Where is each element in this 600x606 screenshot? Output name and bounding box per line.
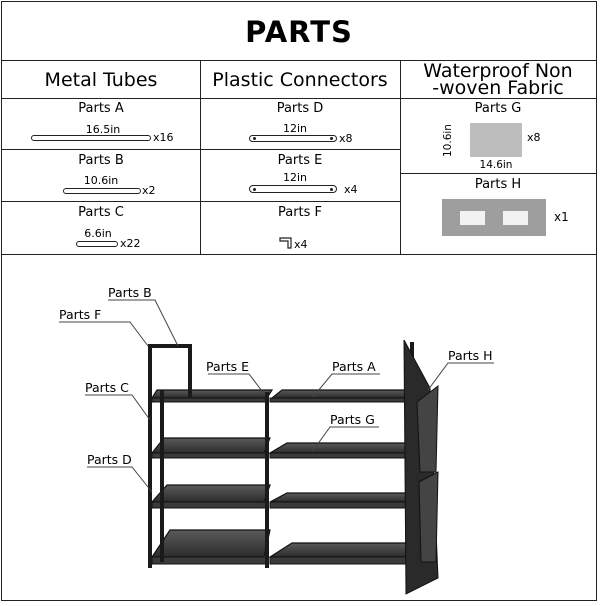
hole-icon bbox=[253, 187, 256, 191]
part-b-size: 10.6in bbox=[83, 174, 119, 187]
divider bbox=[400, 60, 401, 254]
part-h-label: Parts H bbox=[474, 177, 522, 192]
part-c-qty: x22 bbox=[120, 237, 141, 250]
hole-icon bbox=[330, 137, 333, 140]
page-title: PARTS bbox=[2, 2, 596, 61]
part-c-size: 6.6in bbox=[84, 227, 112, 240]
callout-parts-c: Parts C bbox=[85, 380, 129, 395]
part-e-qty: x4 bbox=[344, 183, 358, 196]
col-header-fabric: Waterproof Non -woven Fabric bbox=[400, 60, 596, 99]
divider bbox=[2, 149, 400, 150]
part-d-connector-icon bbox=[249, 135, 337, 142]
part-b-label: Parts B bbox=[78, 153, 124, 168]
part-a-size: 16.5in bbox=[85, 123, 121, 136]
part-a-qty: x16 bbox=[153, 131, 174, 144]
part-e-connector-icon bbox=[249, 185, 337, 193]
part-g-qty: x8 bbox=[527, 131, 541, 144]
part-f-label: Parts F bbox=[277, 205, 323, 220]
callout-parts-g: Parts G bbox=[330, 412, 375, 427]
part-d-qty: x8 bbox=[339, 132, 353, 145]
callout-parts-d: Parts D bbox=[87, 452, 132, 467]
callout-parts-a: Parts A bbox=[332, 359, 376, 374]
col-header-fabric-line2: -woven Fabric bbox=[432, 77, 564, 99]
part-b-qty: x2 bbox=[142, 184, 156, 197]
col-header-metal-tubes: Metal Tubes bbox=[2, 60, 200, 99]
part-h-fabric-icon bbox=[442, 199, 546, 236]
callout-parts-e: Parts E bbox=[206, 359, 250, 374]
part-g-fabric-icon bbox=[470, 123, 522, 157]
part-f-qty: x4 bbox=[294, 238, 308, 251]
part-a-tube-icon bbox=[31, 135, 151, 141]
part-d-label: Parts D bbox=[276, 101, 324, 116]
divider bbox=[200, 60, 201, 254]
pocket-icon bbox=[460, 211, 485, 225]
col-header-plastic-connectors: Plastic Connectors bbox=[200, 60, 400, 99]
part-c-tube-icon bbox=[76, 241, 118, 247]
divider bbox=[400, 173, 596, 174]
hole-icon bbox=[253, 137, 256, 140]
hole-icon bbox=[330, 187, 333, 191]
col-header-fabric-line1: Waterproof Non bbox=[423, 60, 573, 82]
part-g-label: Parts G bbox=[474, 101, 522, 116]
part-e-label: Parts E bbox=[277, 153, 323, 168]
part-h-qty: x1 bbox=[554, 210, 569, 224]
part-c-label: Parts C bbox=[78, 205, 124, 220]
pocket-icon bbox=[503, 211, 528, 225]
callout-parts-f: Parts F bbox=[59, 307, 102, 322]
part-g-width: 14.6in bbox=[479, 159, 513, 171]
divider bbox=[2, 201, 400, 202]
callout-parts-h: Parts H bbox=[448, 348, 493, 363]
assembly-diagram bbox=[2, 254, 596, 601]
part-a-label: Parts A bbox=[78, 101, 124, 116]
part-d-size: 12in bbox=[282, 122, 308, 135]
callout-parts-b: Parts B bbox=[108, 285, 152, 300]
part-b-tube-icon bbox=[63, 188, 141, 194]
part-e-size: 12in bbox=[282, 171, 308, 184]
